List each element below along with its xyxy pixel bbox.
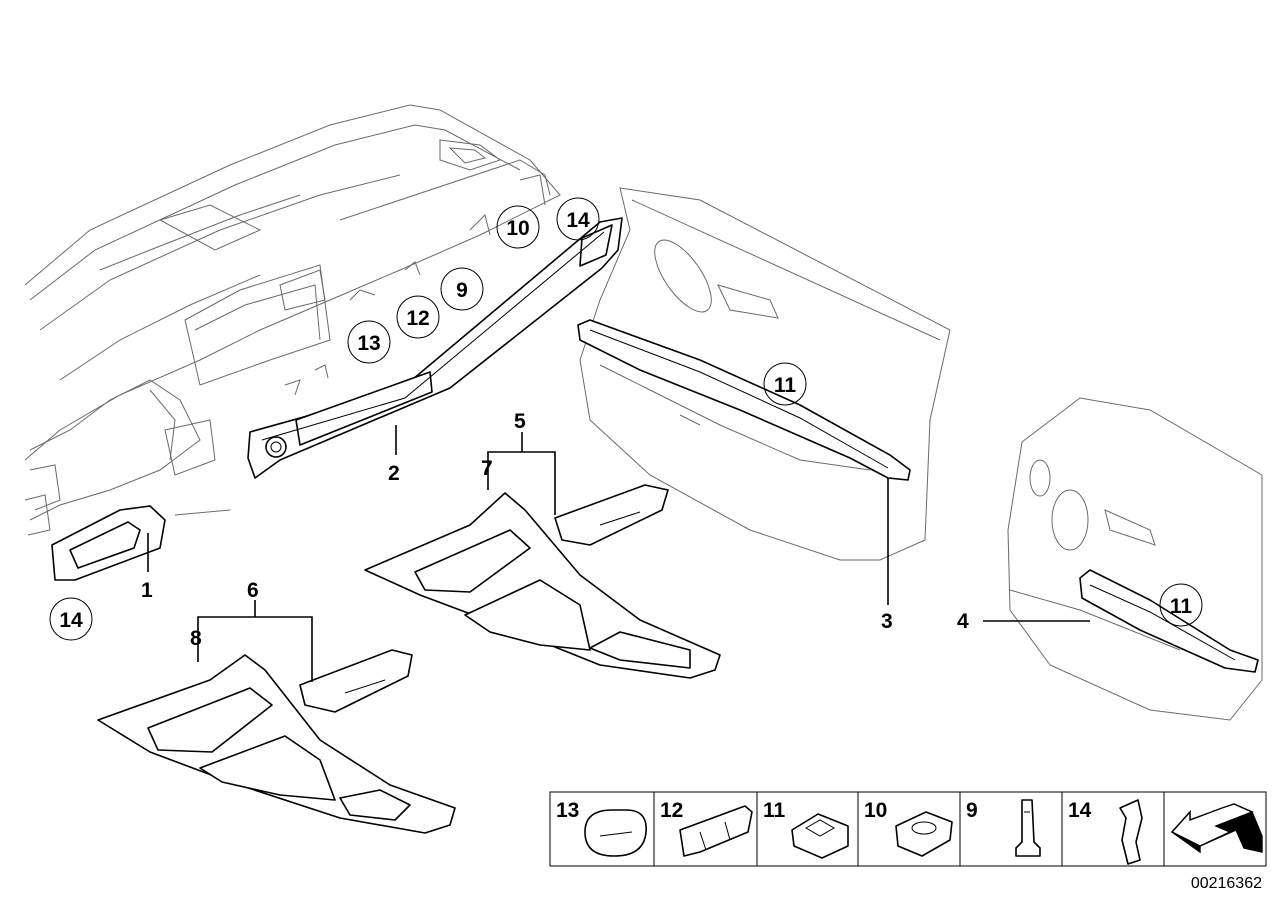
svg-text:10: 10: [864, 799, 887, 822]
callout-14-top: 14: [556, 197, 600, 241]
trim-strip-dashboard: [247, 217, 623, 479]
direction-arrow-icon: [1170, 803, 1263, 854]
label-6: 6: [247, 579, 259, 602]
callout-12: 12: [396, 295, 440, 339]
console-cover-lower: [299, 649, 413, 713]
callout-11-front: 11: [763, 362, 807, 406]
leader-lines: [147, 425, 1090, 682]
callout-11-rear: 11: [1159, 583, 1203, 627]
front-door-trim-strip: [577, 319, 911, 481]
callout-14-left: 14: [49, 597, 93, 641]
svg-text:9: 9: [966, 799, 978, 822]
center-console-trim-upper: [364, 492, 721, 679]
label-8: 8: [190, 627, 202, 650]
svg-text:12: 12: [406, 307, 429, 330]
svg-text:10: 10: [506, 217, 529, 240]
rear-door-trim-strip: [1079, 569, 1259, 673]
legend-cell-13: 13: [556, 799, 647, 857]
legend-cell-10: 10: [864, 799, 953, 857]
callout-10: 10: [496, 205, 540, 249]
svg-text:14: 14: [566, 209, 590, 232]
trim-piece-left: [51, 505, 166, 581]
legend-cell-11: 11: [763, 799, 849, 859]
label-4: 4: [957, 610, 969, 633]
label-5: 5: [514, 410, 526, 433]
callout-9: 9: [440, 267, 484, 311]
front-door-panel: [579, 187, 951, 561]
center-console-trim-lower: [97, 654, 456, 834]
svg-text:12: 12: [660, 799, 683, 822]
part-numbers: 1 2 3 4 5 6 7 8: [141, 410, 969, 650]
svg-text:11: 11: [774, 374, 797, 397]
svg-text:13: 13: [556, 799, 579, 822]
legend-cell-14: 14: [1068, 799, 1143, 865]
label-2: 2: [388, 462, 400, 485]
svg-text:11: 11: [1170, 595, 1193, 618]
dashboard-outline: [24, 104, 561, 536]
svg-text:13: 13: [357, 332, 380, 355]
label-1: 1: [141, 579, 153, 602]
svg-text:14: 14: [1068, 799, 1092, 822]
svg-text:14: 14: [59, 609, 83, 632]
svg-text:9: 9: [456, 279, 468, 302]
callouts: 14 10 9 12 13 11 14 11: [49, 197, 1203, 641]
callout-13: 13: [347, 320, 391, 364]
fastener-legend: 13 12 11 10 9 14: [549, 791, 1267, 867]
diagram-id: 00216362: [1191, 875, 1262, 892]
legend-cell-12: 12: [660, 799, 753, 857]
console-cover-upper: [554, 484, 669, 546]
rear-door-panel: [1007, 397, 1263, 721]
svg-text:11: 11: [763, 799, 786, 822]
label-3: 3: [881, 610, 893, 633]
label-7: 7: [481, 457, 493, 480]
legend-cell-9: 9: [966, 799, 1041, 857]
